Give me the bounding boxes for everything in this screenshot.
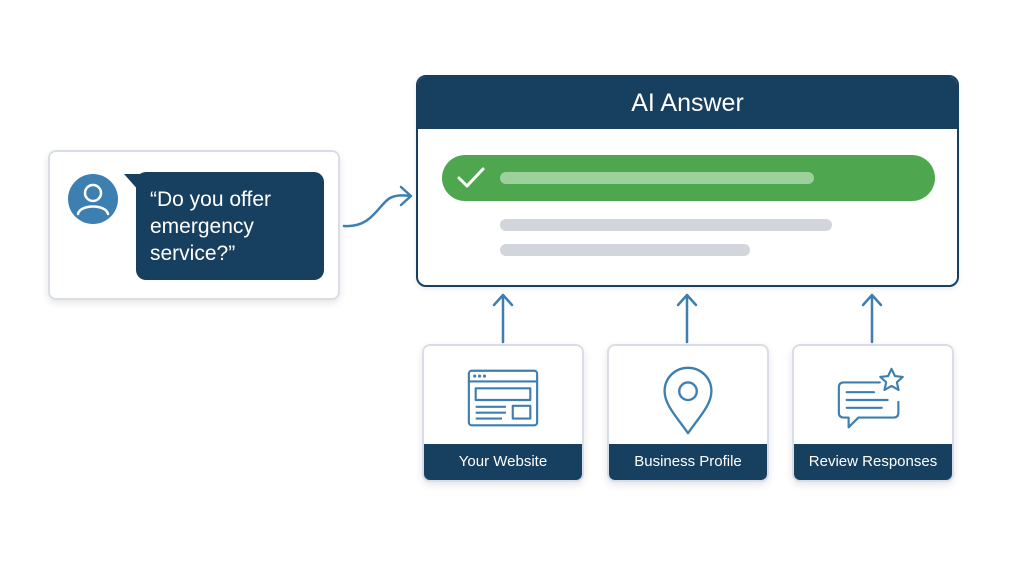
question-to-answer-arrowhead: [399, 185, 413, 207]
customer-question-card: “Do you offer emergency service?”: [48, 150, 340, 300]
source-label: Your Website: [424, 444, 582, 480]
source-label: Review Responses: [794, 444, 952, 480]
profile-to-answer-arrow: [676, 293, 698, 344]
question-speech-bubble: “Do you offer emergency service?”: [136, 172, 324, 280]
user-avatar-icon: [68, 174, 118, 224]
answer-panel-title: AI Answer: [418, 77, 957, 129]
answer-highlight-bar: [442, 155, 935, 201]
website-to-answer-arrow: [492, 293, 514, 344]
question-to-answer-arrow: [342, 194, 412, 228]
checkmark-icon: [457, 167, 485, 188]
source-label: Business Profile: [609, 444, 767, 480]
answer-line-placeholder: [500, 219, 832, 231]
browser-window-icon: [467, 369, 539, 427]
answer-line-placeholder: [500, 244, 750, 256]
reviews-to-answer-arrow: [861, 293, 883, 344]
source-card-business-profile: Business Profile: [607, 344, 769, 482]
source-card-website: Your Website: [422, 344, 584, 482]
review-bubble-star-icon: [837, 367, 904, 429]
answer-text-placeholder: [500, 172, 814, 184]
source-card-review-responses: Review Responses: [792, 344, 954, 482]
question-text: “Do you offer emergency service?”: [150, 188, 272, 265]
ai-answer-panel: AI Answer: [416, 75, 959, 287]
map-pin-icon: [663, 366, 713, 435]
